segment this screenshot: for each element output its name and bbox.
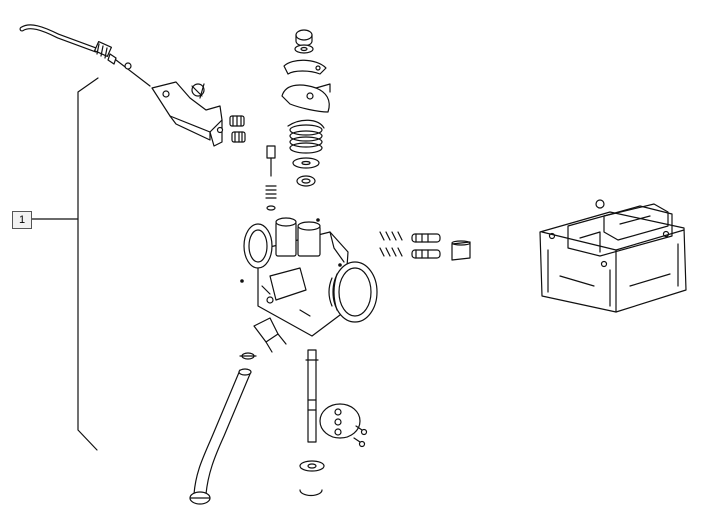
adjuster-screws <box>230 116 245 142</box>
throttle-shaft <box>300 350 324 496</box>
float-bowl <box>540 200 686 312</box>
carburetor-body <box>241 218 377 336</box>
fuel-hose <box>190 369 251 504</box>
needle-and-spring <box>266 146 276 210</box>
throttle-cable <box>22 27 150 86</box>
throttle-plates <box>282 60 330 112</box>
top-nut <box>295 30 313 53</box>
idle-screws <box>380 232 470 260</box>
return-spring <box>288 120 324 186</box>
callout-bracket <box>30 78 98 450</box>
throttle-disc <box>320 404 367 447</box>
cable-bracket <box>152 82 223 146</box>
callout-1[interactable]: 1 <box>12 211 32 229</box>
fuel-inlet-elbow <box>240 318 286 359</box>
